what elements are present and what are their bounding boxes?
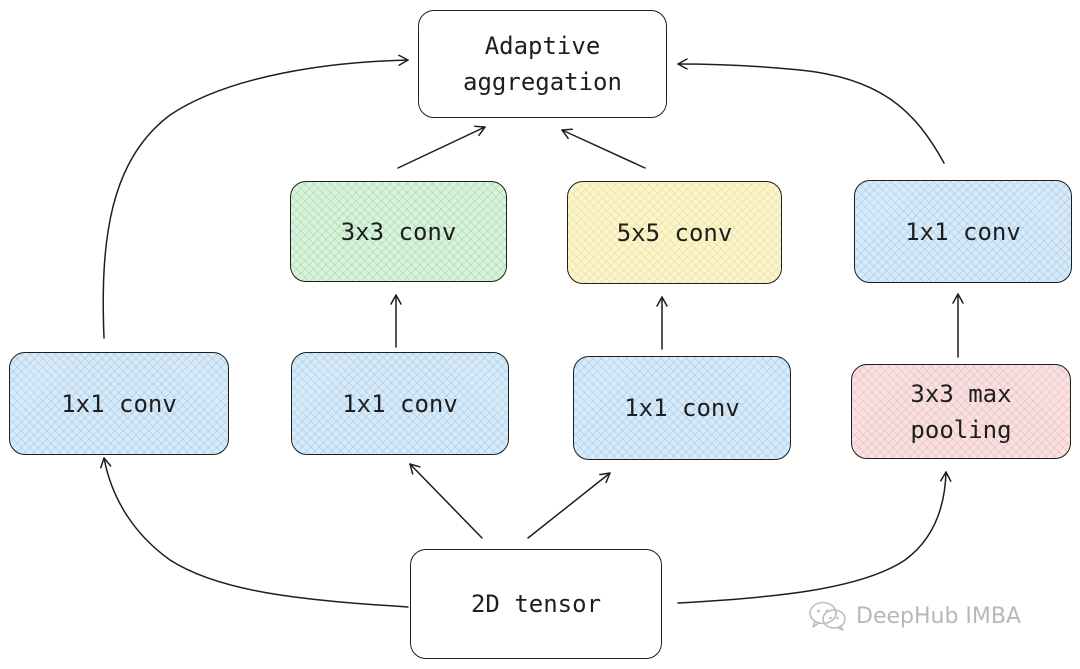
branch3-conv1x1-label: 1x1 conv — [624, 394, 740, 422]
arrow-5x5-to-aggregation — [561, 128, 646, 169]
branch4-maxpool-label: 3x3 max pooling — [910, 379, 1012, 444]
branch2-conv3x3-node: 3x3 conv — [290, 181, 507, 282]
branch4-conv1x1-node: 1x1 conv — [854, 180, 1072, 283]
branch3-conv5x5-label: 5x5 conv — [616, 218, 733, 247]
branch4-maxpool-node: 3x3 max pooling — [851, 364, 1071, 459]
input-tensor-node: 2D tensor — [410, 549, 662, 659]
branch3-conv1x1-node: 1x1 conv — [573, 356, 791, 460]
branch2-conv1x1-label: 1x1 conv — [342, 389, 458, 418]
branch2-conv1x1-node: 1x1 conv — [291, 352, 509, 455]
arrow-input-to-branch1 — [100, 457, 409, 608]
branch1-conv1x1-label: 1x1 conv — [61, 389, 177, 418]
input-tensor-label: 2D tensor — [470, 590, 602, 618]
arrow-3x3-to-aggregation — [397, 125, 486, 169]
arrow-branch4-to-aggregation — [677, 58, 945, 164]
wechat-icon — [809, 601, 846, 631]
arrow-branch1-to-aggregation — [102, 54, 409, 339]
adaptive-aggregation-label: Adaptive aggregation — [463, 32, 622, 96]
branch3-conv5x5-node: 5x5 conv — [567, 181, 782, 284]
adaptive-aggregation-node: Adaptive aggregation — [418, 10, 667, 118]
watermark: DeepHub IMBA — [808, 600, 1021, 632]
arrow-input-to-branch3 — [527, 472, 611, 539]
branch4-conv1x1-label: 1x1 conv — [905, 217, 1021, 246]
branch1-conv1x1-node: 1x1 conv — [9, 352, 229, 455]
arrow-input-to-maxpool — [677, 471, 952, 604]
watermark-text: DeepHub IMBA — [856, 603, 1022, 629]
branch2-conv3x3-label: 3x3 conv — [340, 217, 457, 246]
arrow-input-to-branch2 — [409, 463, 483, 539]
